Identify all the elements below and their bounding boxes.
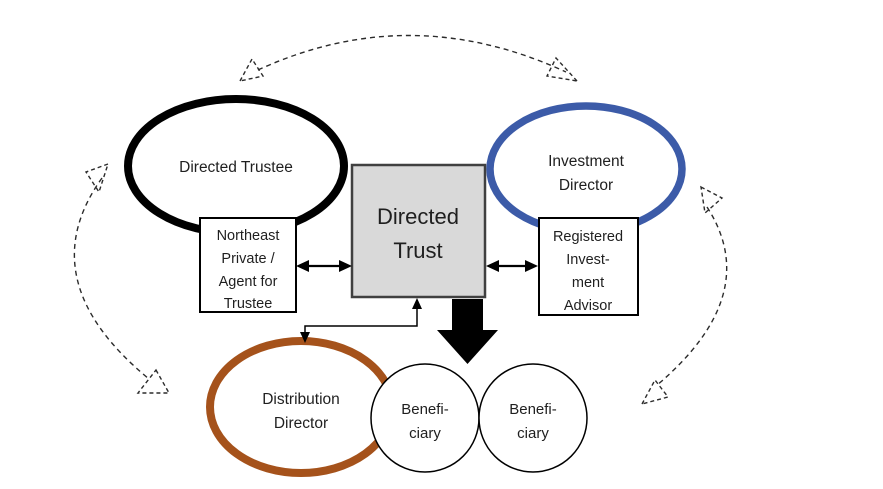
dashed-arc-top <box>257 34 567 73</box>
dashed-flow-arcs <box>73 34 728 406</box>
distribution-director-label-line2: Director <box>274 415 328 432</box>
directed-trustee-node: Directed Trustee <box>124 95 348 237</box>
beneficiary-left-label-line1: Benefi- <box>401 401 449 418</box>
trust-distribution-connector <box>300 298 422 343</box>
beneficiary-left-node: Benefi- ciary <box>370 363 480 473</box>
investment-advisor-label-line3: ment <box>572 275 604 291</box>
trustee-agent-label-line4: Trustee <box>224 296 273 312</box>
beneficiary-left-circle <box>370 363 480 473</box>
trust-beneficiary-block-arrow <box>437 299 498 364</box>
arrowhead-icon <box>296 260 309 272</box>
connectors <box>296 260 538 364</box>
trustee-agent-label-line3: Agent for <box>219 274 278 290</box>
trustee-trust-arrow <box>296 260 352 272</box>
dashed-arc-right <box>655 206 728 387</box>
arrowhead-icon <box>486 260 499 272</box>
directed-trustee-label: Directed Trustee <box>179 159 293 176</box>
arrowhead-icon <box>545 56 579 83</box>
investment-director-label-line1: Investment <box>548 153 625 170</box>
investment-advisor-label-line4: Advisor <box>564 298 613 314</box>
directed-trust-label-line1: Directed <box>377 204 459 229</box>
investment-advisor-label-line1: Registered <box>553 229 623 245</box>
investment-advisor-label-line2: Invest- <box>566 252 610 268</box>
beneficiary-right-circle <box>478 363 588 473</box>
distribution-director-node: Distribution Director <box>206 337 396 477</box>
investment-director-label-line2: Director <box>559 177 613 194</box>
trustee-agent-label-line1: Northeast <box>217 228 280 244</box>
trust-advisor-arrow <box>486 260 538 272</box>
distribution-director-label-line1: Distribution <box>262 391 340 408</box>
beneficiary-left-label-line2: ciary <box>409 425 441 442</box>
arrowhead-icon <box>136 368 171 394</box>
dashed-arc-left <box>73 177 150 380</box>
investment-director-node: Investment Director <box>486 102 686 236</box>
beneficiary-right-label-line1: Benefi- <box>509 401 557 418</box>
arrowhead-icon <box>84 162 110 194</box>
directed-trust-label-line2: Trust <box>393 238 442 263</box>
arrowhead-icon <box>300 332 310 343</box>
trustee-agent-box <box>199 217 297 313</box>
trustee-agent-label-line2: Private / <box>221 251 275 267</box>
beneficiary-right-label-line2: ciary <box>517 425 549 442</box>
arrowhead-icon <box>238 57 265 83</box>
investment-advisor-box <box>538 217 639 316</box>
directed-trust-box <box>350 163 487 299</box>
arrowhead-icon <box>412 298 422 309</box>
arrowhead-icon <box>700 185 724 215</box>
arrowhead-icon <box>525 260 538 272</box>
directed-trust-node: Directed Trust <box>350 163 487 299</box>
trustee-agent-node: Northeast Private / Agent for Trustee <box>199 217 297 313</box>
beneficiary-right-node: Benefi- ciary <box>478 363 588 473</box>
arrowhead-icon <box>339 260 352 272</box>
investment-advisor-node: Registered Invest- ment Advisor <box>538 217 639 316</box>
arrowhead-icon <box>640 378 670 406</box>
